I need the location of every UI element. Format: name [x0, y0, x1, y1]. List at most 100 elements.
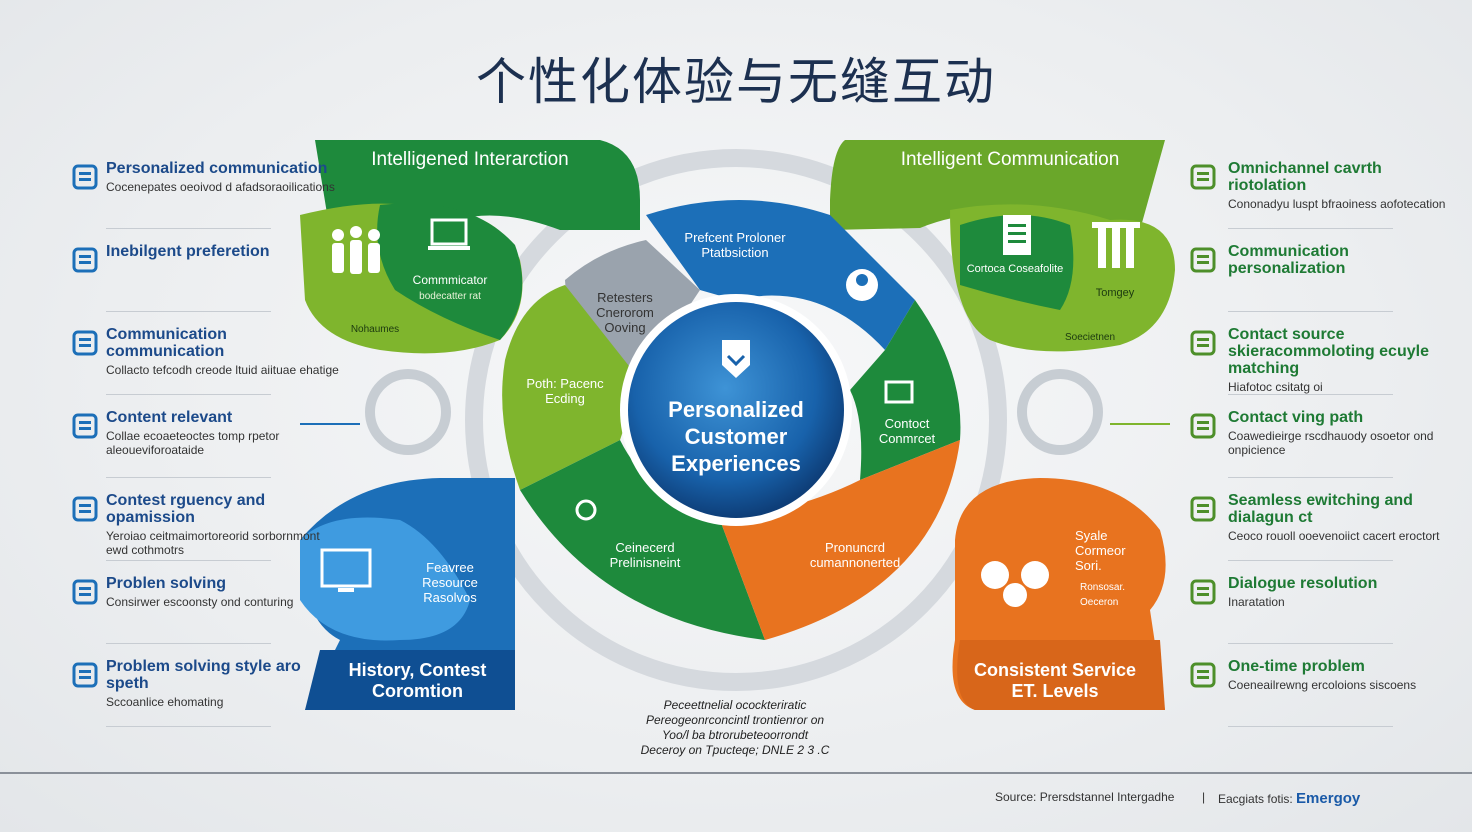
side-list-item: Contact source skieracommoloting ecuyle … — [1228, 326, 1463, 394]
item-separator — [106, 560, 271, 561]
footer-credit: Eacgiats fotis: Emergoy — [1218, 790, 1360, 807]
item-separator — [1228, 477, 1393, 478]
item-icon — [70, 162, 100, 192]
item-heading: Contest rguency and opamission — [106, 492, 266, 526]
panel-top-right-title: Intelligent Communication — [900, 149, 1120, 170]
item-separator — [1228, 560, 1393, 561]
panel-bottom-right-footer — [957, 640, 1165, 710]
side-list-item: Inebilgent preferetion — [106, 243, 341, 263]
panel-bottom-left-inner — [300, 517, 470, 641]
item-heading: Communication communication — [106, 326, 227, 360]
item-separator — [106, 311, 271, 312]
user-icon — [846, 269, 878, 301]
center-note: Peceettnelial ocockteriratic Pereogeonrc… — [590, 698, 880, 758]
item-separator — [106, 726, 271, 727]
footer-separator: | — [1202, 790, 1206, 804]
page-title: 个性化体验与无缝互动 — [476, 53, 996, 111]
ring-segment-lightgreen — [502, 285, 640, 490]
item-heading: Communication personalization — [1228, 243, 1349, 277]
item-separator — [1228, 726, 1393, 727]
ring-segment-label-3: Contoct Conmrcet — [878, 416, 936, 446]
item-separator — [106, 643, 271, 644]
item-heading: Omnichannel cavrth riotolation — [1228, 160, 1382, 194]
center-circle — [628, 302, 844, 518]
panel-top-right-inner — [960, 215, 1074, 310]
item-description: Coeneailrewng ercoloions siscoens — [1228, 678, 1417, 692]
panel-top-left-corner: Nohaumes — [350, 324, 400, 335]
item-icon — [70, 494, 100, 524]
panel-bottom-right-title: Consistent Service ET. Levels — [973, 660, 1137, 701]
ring-segment-label-2: Poth: Pacenc Ecding — [526, 376, 604, 406]
item-description: Inaratation — [1228, 595, 1285, 609]
item-heading: Problem solving style aro speth — [106, 658, 301, 692]
center-note-line: Pereogeonrconcintl trontienror on — [645, 713, 825, 727]
item-heading: One-time problem — [1228, 658, 1365, 675]
item-separator — [1228, 643, 1393, 644]
side-list-item: Communication personalization — [1228, 243, 1463, 280]
ring-segment-orange — [720, 440, 960, 640]
support-icon — [981, 561, 1049, 607]
ring-segment-green-bottom — [520, 440, 765, 640]
item-icon — [70, 660, 100, 690]
item-description: Sccoanlice ehomating — [106, 695, 224, 709]
item-description: Hiafotoc csitatg oi — [1228, 380, 1323, 394]
item-separator — [1228, 394, 1393, 395]
ring-segment-label-4: Ceinecerd Prelinisneint — [609, 540, 681, 570]
ring-segment-label-0: Prefcent Proloner Ptatbsiction — [684, 230, 786, 260]
footer-source: Source: Prersdstannel Intergadhe — [995, 790, 1175, 804]
panel-top-left-label: Commmicator — [412, 273, 488, 287]
item-description: Cononadyu luspt bfraoiness aofotecation — [1228, 197, 1446, 211]
item-heading: Contact source skieracommoloting ecuyle … — [1228, 326, 1429, 377]
center-title: Personalized Customer Experiences — [668, 397, 804, 476]
panel-top-left-title: Intelligened Interarction — [371, 149, 569, 170]
panel-top-right-header — [830, 140, 1165, 232]
item-heading: Dialogue resolution — [1228, 575, 1378, 592]
item-description: Coawedieirge rscdhauody osoetor ond onpi… — [1228, 429, 1434, 457]
building-icon — [1092, 222, 1140, 268]
monitor-icon — [320, 548, 372, 592]
item-heading: Problen solving — [106, 575, 227, 592]
item-heading: Inebilgent preferetion — [106, 243, 270, 260]
shield-icon — [722, 340, 750, 378]
item-heading: Content relevant — [106, 409, 233, 426]
item-icon — [1188, 245, 1218, 275]
item-description: Collacto tefcodh creode ltuid aiituae eh… — [106, 363, 339, 377]
item-heading: Contact ving path — [1228, 409, 1364, 426]
edit-icon — [884, 380, 914, 404]
panel-top-left-sublabel: bodecatter rat — [419, 291, 481, 302]
center-note-line: Yoo/l ba btrorubeteoorrondt — [661, 728, 809, 742]
item-icon — [70, 411, 100, 441]
document-icon — [1003, 215, 1031, 255]
panel-top-left-inner — [377, 203, 523, 340]
ring-segment-label-1: Retesters Cnerorom Ooving — [596, 290, 654, 335]
item-separator — [106, 228, 271, 229]
panel-bottom-right-label: Syale Cormeor Sori. — [1075, 528, 1126, 573]
center-note-line: Peceettnelial ocockteriratic — [663, 698, 807, 712]
item-description: Cocenepates oeoivod d afadsoraoilication… — [106, 180, 335, 194]
item-separator — [1228, 311, 1393, 312]
ring-segment-green-right — [850, 300, 961, 480]
item-icon — [1188, 577, 1218, 607]
panel-bottom-left-footer — [305, 650, 515, 710]
ring-segment-blue — [646, 200, 915, 350]
team-icon — [332, 226, 380, 274]
item-icon — [1188, 162, 1218, 192]
item-separator — [1228, 228, 1393, 229]
panel-bottom-right-sublabel: Ronsosar. Oeceron — [1080, 582, 1126, 608]
item-icon — [1188, 328, 1218, 358]
item-separator — [106, 394, 271, 395]
item-separator — [106, 477, 271, 478]
gear-icon — [575, 499, 597, 521]
item-icon — [1188, 494, 1218, 524]
